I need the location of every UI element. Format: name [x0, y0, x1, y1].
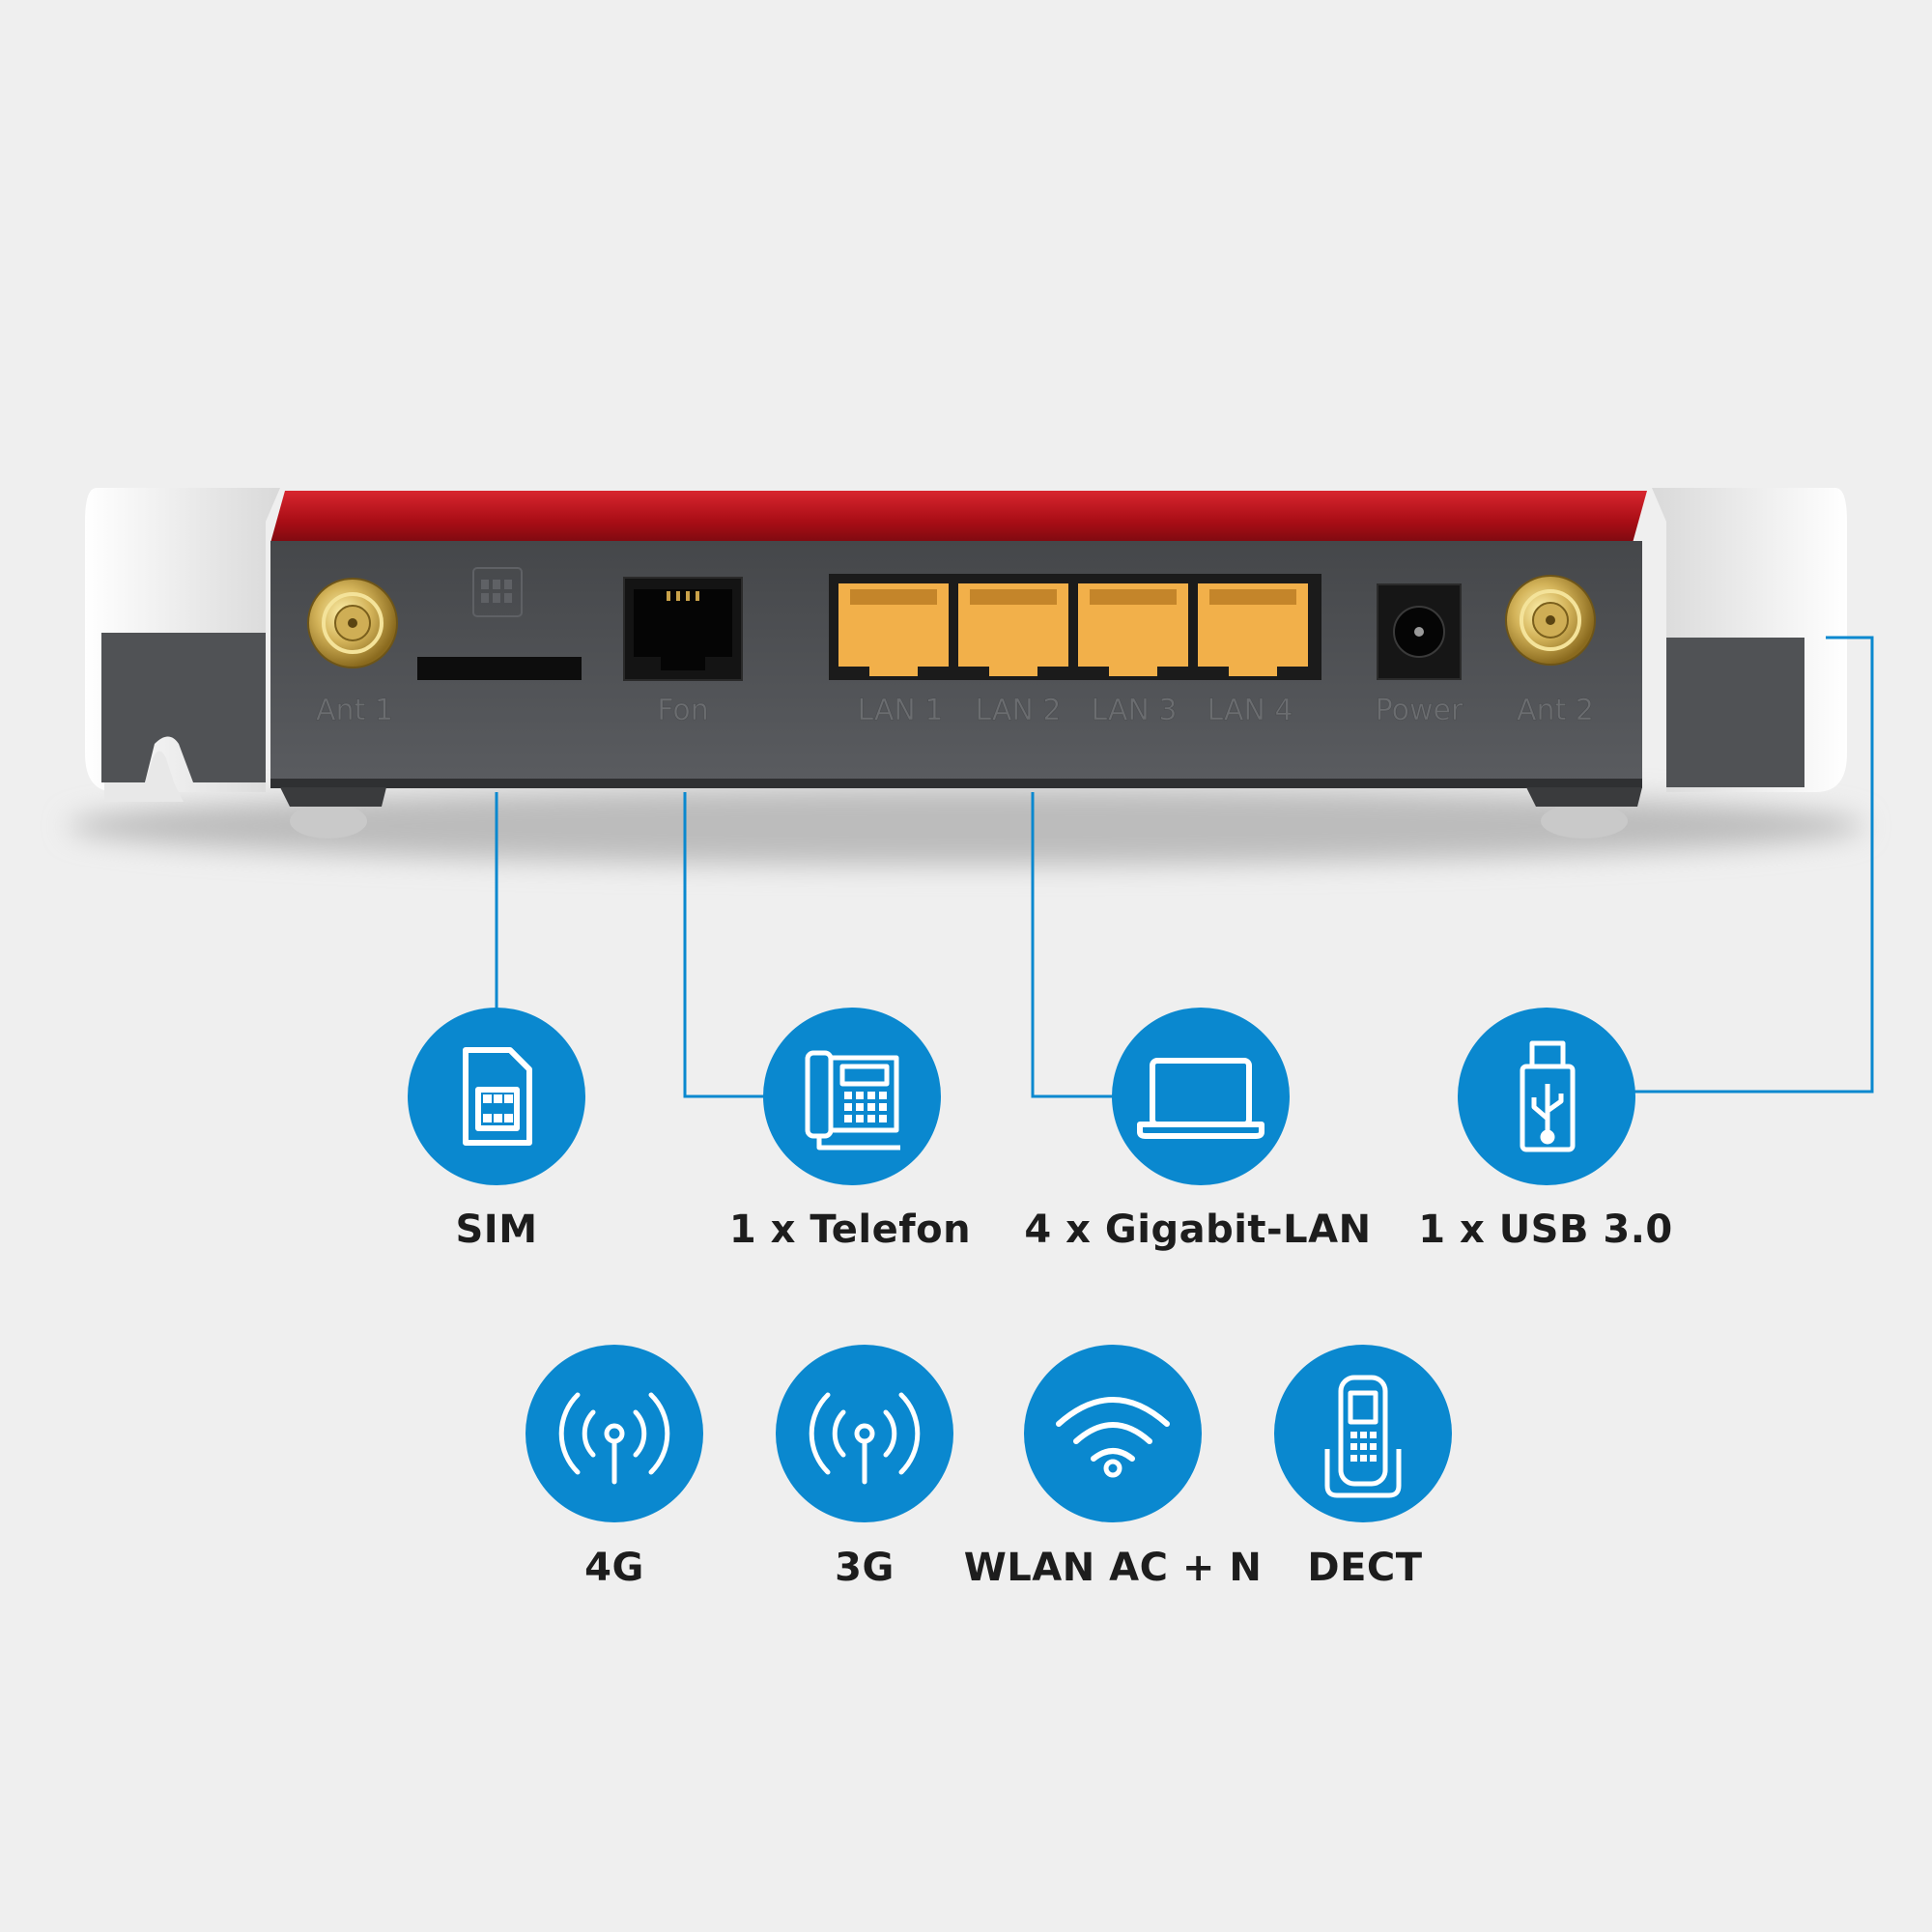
feature-3g: [776, 1345, 953, 1522]
antenna-connector-1: [307, 578, 398, 668]
cordless-phone-icon: [1324, 1375, 1402, 1498]
port-label-fon: Fon: [657, 694, 709, 727]
foot-left: [290, 804, 367, 838]
usb-stick-icon: [1520, 1040, 1576, 1152]
port-label-lan2: LAN 2: [976, 694, 1062, 727]
feature-label-gigabit-lan: 4 x Gigabit-LAN: [1024, 1208, 1372, 1252]
wifi-icon: [1056, 1397, 1170, 1478]
port-label-lan3: LAN 3: [1092, 694, 1178, 727]
callout-line-telefon: [683, 792, 765, 1098]
antenna-signal-icon: [809, 1392, 921, 1485]
callout-line-lan: [1031, 792, 1113, 1098]
lan-port-3: [1078, 583, 1188, 676]
laptop-icon: [1137, 1058, 1264, 1139]
router-shadow: [68, 787, 1864, 865]
lan-ports: [829, 574, 1321, 680]
red-top-band: [270, 491, 1647, 543]
lan-port-2: [958, 583, 1068, 676]
feature-label-dect: DECT: [1307, 1546, 1423, 1590]
port-label-lan4: LAN 4: [1208, 694, 1293, 727]
fon-port: [623, 577, 743, 681]
feature-sim: [408, 1008, 585, 1185]
feature-label-wlan: WLAN AC + N: [963, 1546, 1263, 1590]
feature-label-usb: 1 x USB 3.0: [1418, 1208, 1673, 1252]
foot-right: [1541, 804, 1628, 838]
right-end-cap: [1652, 488, 1847, 792]
antenna-connector-2: [1505, 575, 1596, 666]
port-label-ant2: Ant 2: [1517, 694, 1594, 727]
feature-label-sim: SIM: [455, 1208, 538, 1252]
desk-phone-icon: [805, 1050, 900, 1151]
power-jack: [1377, 583, 1462, 680]
feature-usb: [1458, 1008, 1635, 1185]
feature-wlan: [1024, 1345, 1202, 1522]
lan-port-4: [1198, 583, 1308, 676]
feature-label-4g: 4G: [584, 1546, 644, 1590]
callout-line-usb: [1634, 636, 1874, 1094]
sim-slot: [417, 567, 582, 680]
port-label-lan1: LAN 1: [858, 694, 944, 727]
port-label-ant1: Ant 1: [316, 694, 393, 727]
feature-label-telefon: 1 x Telefon: [728, 1208, 972, 1252]
antenna-signal-icon: [558, 1392, 670, 1485]
sim-card-icon: [463, 1047, 532, 1146]
feature-label-3g: 3G: [835, 1546, 895, 1590]
left-end-cap: [85, 488, 280, 802]
lan-port-1: [838, 583, 949, 676]
feature-gigabit-lan: [1112, 1008, 1290, 1185]
feature-dect: [1274, 1345, 1452, 1522]
feature-4g: [526, 1345, 703, 1522]
feature-telefon: [763, 1008, 941, 1185]
callout-lines: [495, 636, 1874, 1098]
port-label-power: Power: [1376, 694, 1463, 727]
